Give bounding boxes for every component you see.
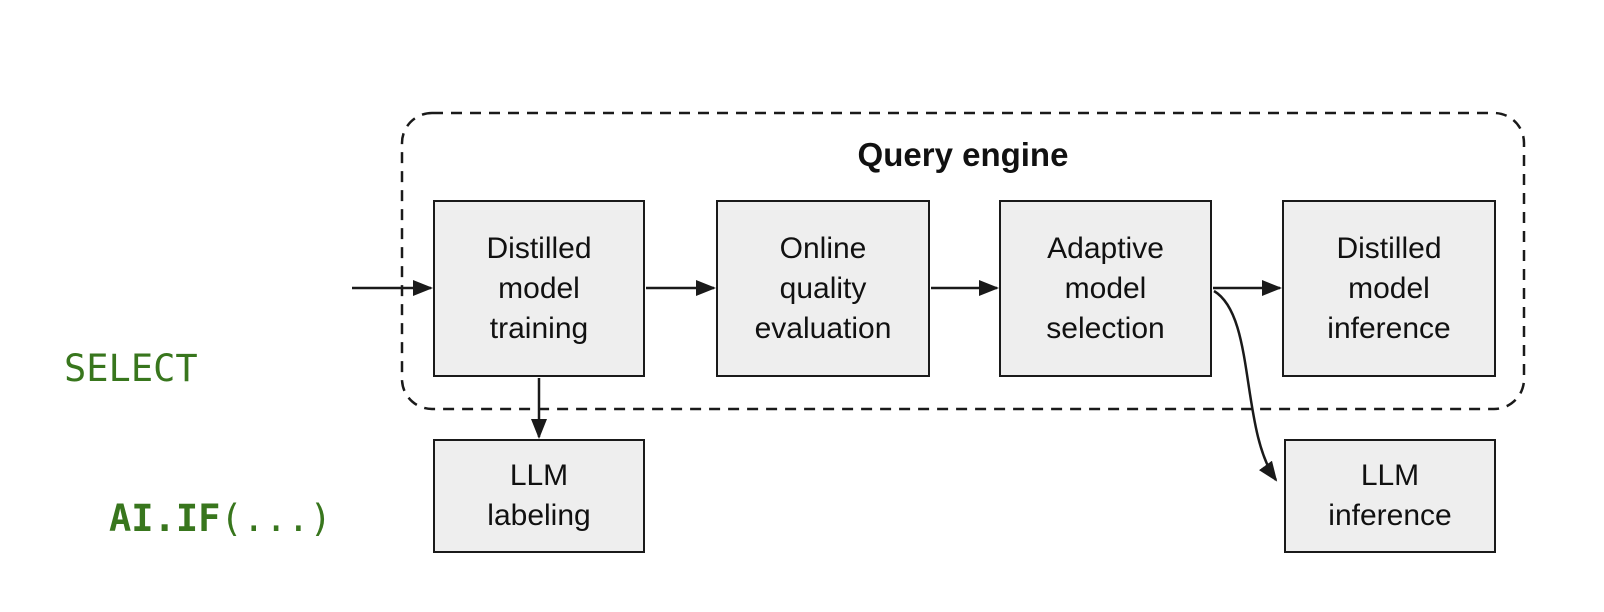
query-engine-dashed-border (400, 111, 1526, 411)
node-label: LLM labeling (487, 459, 591, 532)
node-distilled-model-training: Distilled model training (433, 200, 645, 377)
arrow-selection-to-llm-inference (1213, 289, 1278, 482)
node-llm-inference: LLM inference (1284, 439, 1496, 553)
sql-function-call: AI.IF(...) (64, 494, 332, 544)
sql-keyword: SELECT (64, 347, 198, 390)
node-label: Online quality evaluation (754, 231, 892, 345)
node-distilled-model-inference: Distilled model inference (1282, 200, 1496, 377)
query-engine-title: Query engine (857, 136, 1069, 173)
node-adaptive-model-selection: Adaptive model selection (999, 200, 1212, 377)
node-online-quality-evaluation: Online quality evaluation (716, 200, 930, 377)
node-label: Adaptive model selection (1046, 231, 1165, 345)
sql-snippet: SELECT AI.IF(...) (64, 244, 332, 612)
node-llm-labeling: LLM labeling (433, 439, 645, 553)
sql-function-args: (...) (220, 497, 332, 540)
node-label: LLM inference (1328, 459, 1452, 532)
node-label: Distilled model training (486, 231, 592, 345)
sql-function-name: AI.IF (109, 497, 221, 540)
node-label: Distilled model inference (1327, 231, 1451, 345)
